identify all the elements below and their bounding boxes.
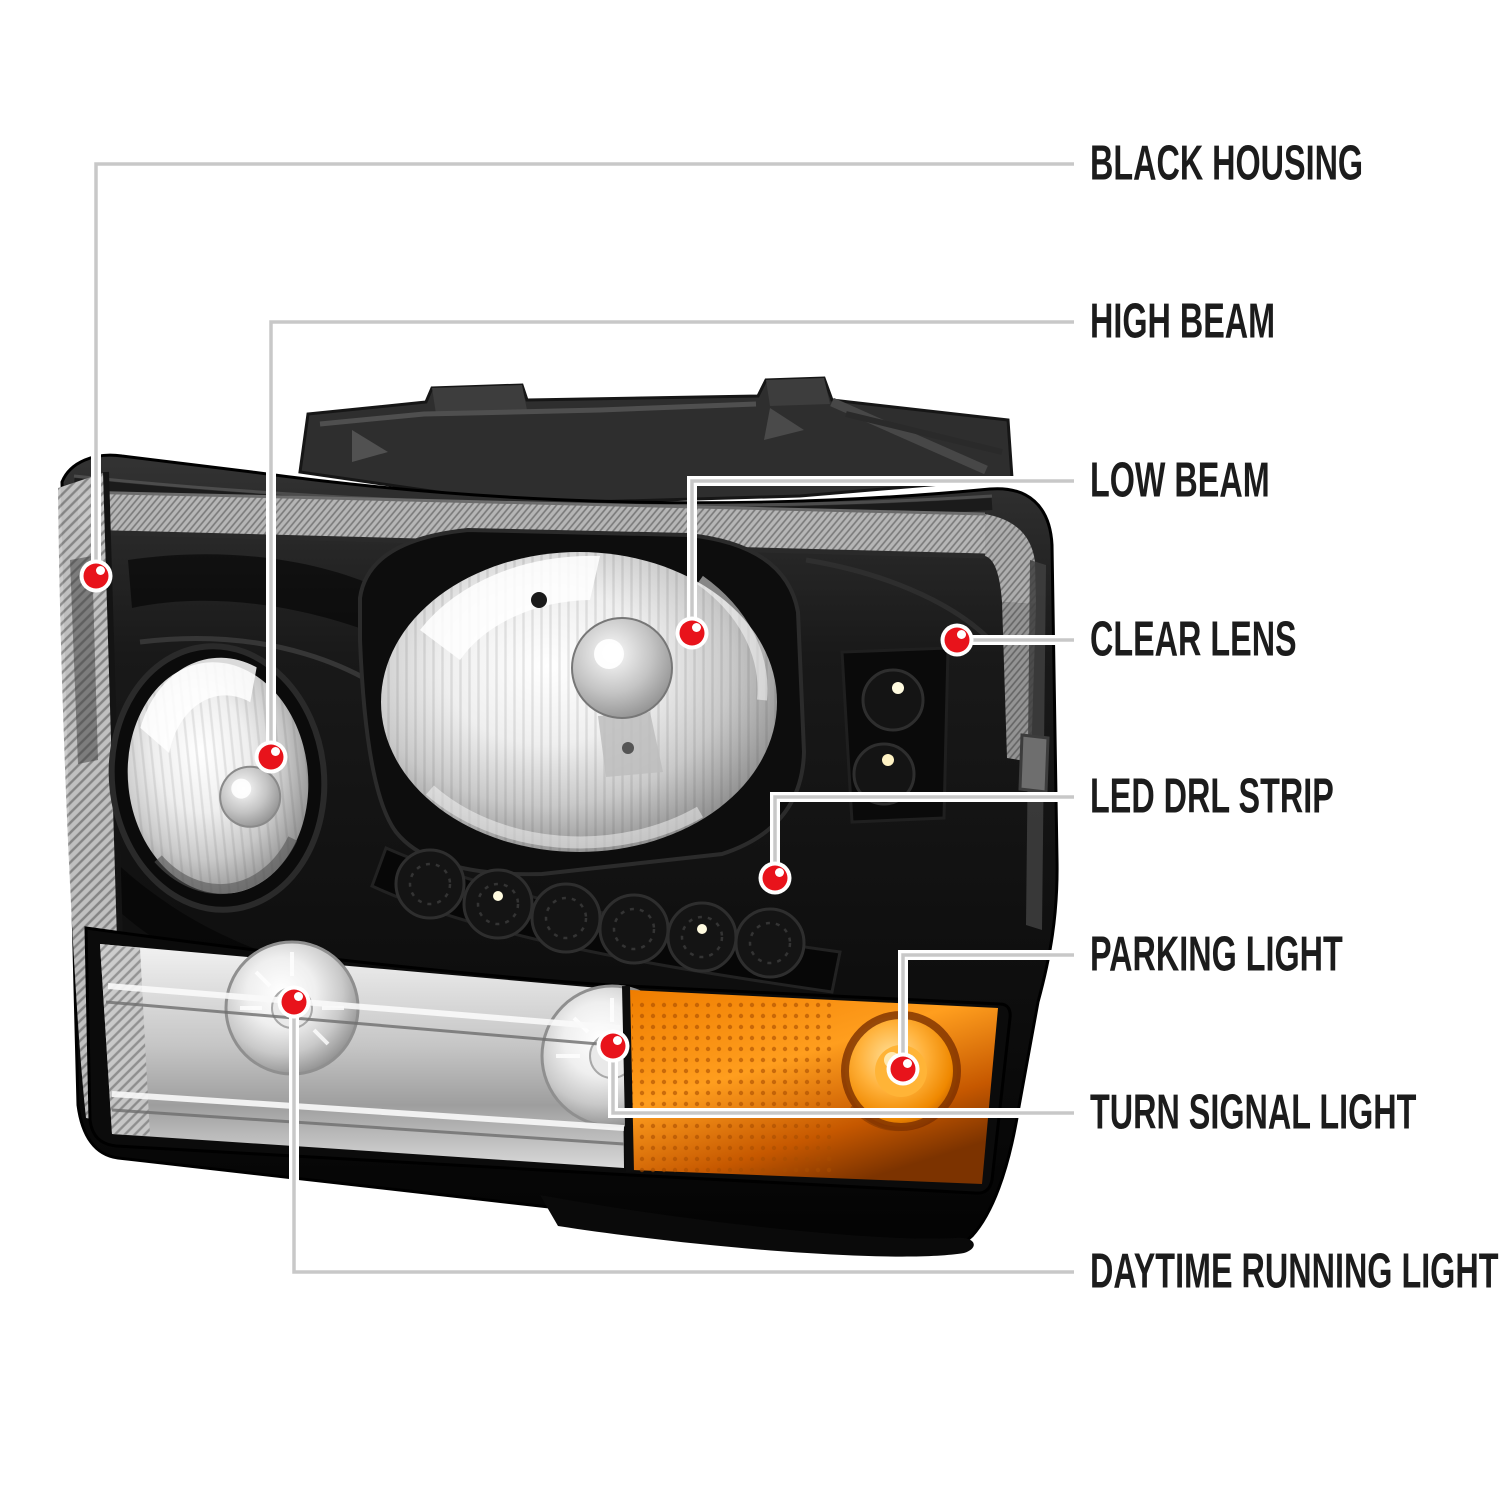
leader-line-high-beam <box>269 320 1074 757</box>
marker-dot-low-beam <box>675 616 709 650</box>
leader-line-daytime-running-light <box>292 1002 1074 1274</box>
leader-line-parking-light <box>901 953 1074 1069</box>
leader-line-led-drl-strip <box>773 795 1074 878</box>
leader-line-casing-turn-signal-light <box>608 1046 1074 1118</box>
leader-line-turn-signal-light <box>611 1046 1074 1115</box>
bumper-light <box>84 926 1012 1195</box>
marker-dot-black-housing <box>79 559 113 593</box>
marker-dot-led-drl-strip <box>758 861 792 895</box>
marker-dot-daytime-running-light <box>277 985 311 1019</box>
leader-line-black-housing <box>94 162 1074 576</box>
leader-line-casing-high-beam <box>266 317 1074 757</box>
marker-dot-turn-signal-light <box>596 1029 630 1063</box>
leader-line-casing-parking-light <box>898 950 1074 1069</box>
leader-line-low-beam <box>690 479 1074 633</box>
led-drl-strip <box>370 646 950 994</box>
leader-line-casing-daytime-running-light <box>289 1002 1074 1277</box>
leader-line-casing-black-housing <box>91 159 1074 576</box>
mounting-brackets <box>298 376 1014 506</box>
marker-dot-parking-light <box>886 1052 920 1086</box>
marker-dot-clear-lens <box>940 623 974 657</box>
bumper-light-clear-lens <box>100 940 684 1168</box>
marker-dot-high-beam <box>254 740 288 774</box>
bottom-shadow <box>540 1195 974 1257</box>
leader-line-casing-led-drl-strip <box>770 792 1074 878</box>
leader-line-casing-low-beam <box>687 476 1074 633</box>
housing-right-edge <box>1018 560 1050 930</box>
